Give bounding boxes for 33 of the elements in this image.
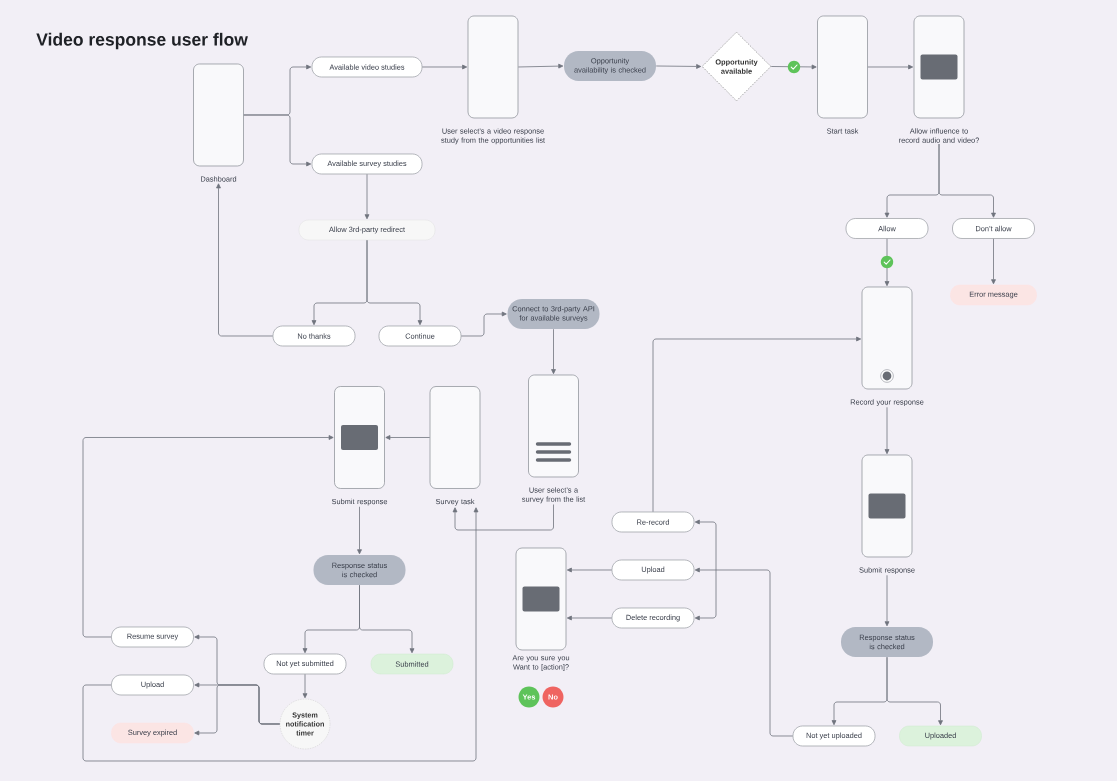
arrow [551,328,556,375]
arrow [566,567,613,573]
title: Video response user flow [36,32,248,50]
arrow [938,143,996,218]
arrow [867,64,914,70]
arrow [884,406,890,455]
arrow [194,684,281,736]
arrow [359,584,415,654]
arrow [421,64,468,70]
arrow [655,64,702,69]
arrow [652,336,862,513]
arrow [366,239,423,326]
arrow [82,507,479,762]
arrow [770,64,817,70]
arrow [886,656,943,726]
arrow [385,435,431,440]
arrow [364,173,370,220]
arrow [566,615,613,621]
arrow [357,506,362,555]
connector-line [715,569,794,737]
arrow [694,569,717,621]
arrow [243,114,312,167]
arrow [460,311,507,337]
arrow [694,519,717,571]
arrow [884,238,890,287]
arrow [884,574,890,627]
arrow [302,673,308,699]
arrow [991,238,996,285]
arrow [82,435,334,638]
arrow [216,183,274,337]
arrow [694,567,717,573]
arrow [452,504,554,531]
arrow [517,63,564,69]
